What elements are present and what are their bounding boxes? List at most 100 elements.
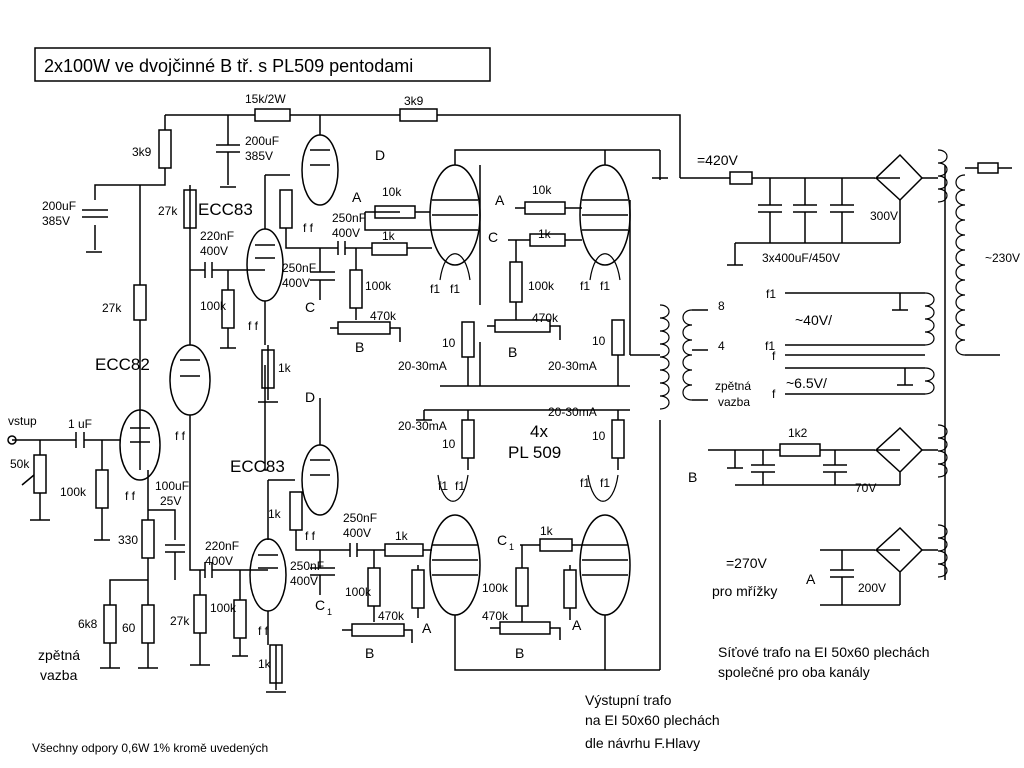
label-t4: 4 xyxy=(718,339,725,353)
label-b-ps: B xyxy=(688,469,697,485)
label-r330: 330 xyxy=(118,533,138,547)
label-ff-a: f f xyxy=(175,429,186,443)
label-ff-c: f f xyxy=(303,221,314,235)
label-f-tr2: f xyxy=(772,387,776,401)
label-r3k9-top: 3k9 xyxy=(404,94,424,108)
label-ff-e: f f xyxy=(305,529,316,543)
label-v70: 70V xyxy=(855,481,876,495)
label-r100k-f: 100k xyxy=(482,581,509,595)
label-vstup: vstup xyxy=(8,414,37,428)
label-c3x: 3x400uF/450V xyxy=(762,251,840,265)
label-c220n-a: 220nF xyxy=(200,229,234,243)
label-ecc83-low: ECC83 xyxy=(230,457,285,476)
label-r60: 60 xyxy=(122,621,136,635)
label-ff-b: f f xyxy=(125,489,136,503)
label-a-a: A xyxy=(352,189,362,205)
label-t8: 8 xyxy=(718,299,725,313)
label-r100k-e: 100k xyxy=(345,585,372,599)
label-r10k-a: 10k xyxy=(382,185,402,199)
label-v400-f: 400V xyxy=(290,574,318,588)
label-f1-a: f1 xyxy=(430,282,440,296)
label-f1-tr2: f1 xyxy=(765,339,775,353)
label-sitove1: Síťové trafo na EI 50x60 plechách xyxy=(718,644,930,660)
label-f1-tr1: f1 xyxy=(766,287,776,301)
label-v270: =270V xyxy=(726,555,768,571)
label-vazba2: vazba xyxy=(718,395,750,409)
label-f1-g: f1 xyxy=(580,476,590,490)
label-r100k-d: 100k xyxy=(210,601,237,615)
label-ecc82: ECC82 xyxy=(95,355,150,374)
label-r27k-c: 27k xyxy=(170,614,190,628)
label-zpetna: zpětná xyxy=(38,647,80,663)
label-v65: ~6.5V/ xyxy=(786,375,827,391)
label-c250n-b: 250nF xyxy=(282,261,316,275)
label-c250n-c: 250nF xyxy=(343,511,377,525)
label-v400-b: 400V xyxy=(205,554,233,568)
label-ma-d: 20-30mA xyxy=(398,419,447,433)
label-f1-f: f1 xyxy=(455,479,465,493)
label-a-b: A xyxy=(495,192,505,208)
title-box xyxy=(34,47,491,82)
label-v385-b: 385V xyxy=(245,149,273,163)
label-c200u-a: 200uF xyxy=(42,199,76,213)
label-c250n-d: 250nF xyxy=(290,559,324,573)
label-pro-mrizky: pro mřížky xyxy=(712,583,777,599)
label-vazba: vazba xyxy=(40,667,78,683)
label-r10-b: 10 xyxy=(592,334,606,348)
label-c-a: C xyxy=(305,299,315,315)
label-c1-b-sub: 1 xyxy=(509,542,514,552)
label-r1k-f: 1k xyxy=(258,657,272,671)
label-v25: 25V xyxy=(160,494,181,508)
label-vystup3: dle návrhu F.Hlavy xyxy=(585,735,700,751)
label-a-c: A xyxy=(422,620,432,636)
label-b-b: B xyxy=(508,344,517,360)
label-v400-c: 400V xyxy=(332,226,360,240)
label-v200: 200V xyxy=(858,581,886,595)
label-r470k-d: 470k xyxy=(482,609,509,623)
label-c220n-b: 220nF xyxy=(205,539,239,553)
label-v230: ~230V xyxy=(985,251,1020,265)
label-r1k2: 1k2 xyxy=(788,426,808,440)
label-r470k-a: 470k xyxy=(370,309,397,323)
label-ecc83-top: ECC83 xyxy=(198,200,253,219)
label-r10-a: 10 xyxy=(442,336,456,350)
label-f1-d: f1 xyxy=(600,279,610,293)
title: 2x100W ve dvojčinné B tř. s PL509 pentod… xyxy=(44,56,413,76)
label-f1-b: f1 xyxy=(450,282,460,296)
label-c200u-b: 200uF xyxy=(245,134,279,148)
label-sitove2: společné pro oba kanály xyxy=(718,664,870,680)
label-v400-e: 400V xyxy=(343,526,371,540)
label-ma-b: 20-30mA xyxy=(548,359,597,373)
label-vystup2: na EI 50x60 plechách xyxy=(585,712,720,728)
label-b-d: B xyxy=(515,645,524,661)
label-c1u: 1 uF xyxy=(68,417,92,431)
label-v400-a: 400V xyxy=(200,244,228,258)
label-r1k-d: 1k xyxy=(268,507,282,521)
label-ff-f: f f xyxy=(258,624,269,638)
label-b-c: B xyxy=(365,645,374,661)
label-vystup1: Výstupní trafo xyxy=(585,692,672,708)
label-v300: 300V xyxy=(870,209,898,223)
label-r1k-a: 1k xyxy=(278,361,292,375)
label-f1-e: f1 xyxy=(438,479,448,493)
label-r10k-b: 10k xyxy=(532,183,552,197)
label-d-top: D xyxy=(375,147,385,163)
label-f1-c: f1 xyxy=(580,279,590,293)
wires xyxy=(7,108,1012,693)
label-p50k: 50k xyxy=(10,457,30,471)
label-r1k-g: 1k xyxy=(540,524,554,538)
label-v40: ~40V/ xyxy=(795,312,832,328)
label-r27k-a: 27k xyxy=(158,204,178,218)
label-v400-d: 400V xyxy=(282,276,310,290)
label-r6k8: 6k8 xyxy=(78,617,98,631)
label-ff-d: f f xyxy=(248,319,259,333)
labels: 15k/2W 3k9 3k9 200uF 385V 200uF 385V D E… xyxy=(8,92,1020,755)
label-r1k-e: 1k xyxy=(395,529,409,543)
label-r3k9-left: 3k9 xyxy=(132,145,152,159)
label-r27k-b: 27k xyxy=(102,301,122,315)
label-r100k-a: 100k xyxy=(200,299,227,313)
label-f-tr1: f xyxy=(772,349,776,363)
label-footnote: Všechny odpory 0,6W 1% kromě uvedených xyxy=(32,741,268,755)
label-c1-a-sub: 1 xyxy=(327,607,332,617)
